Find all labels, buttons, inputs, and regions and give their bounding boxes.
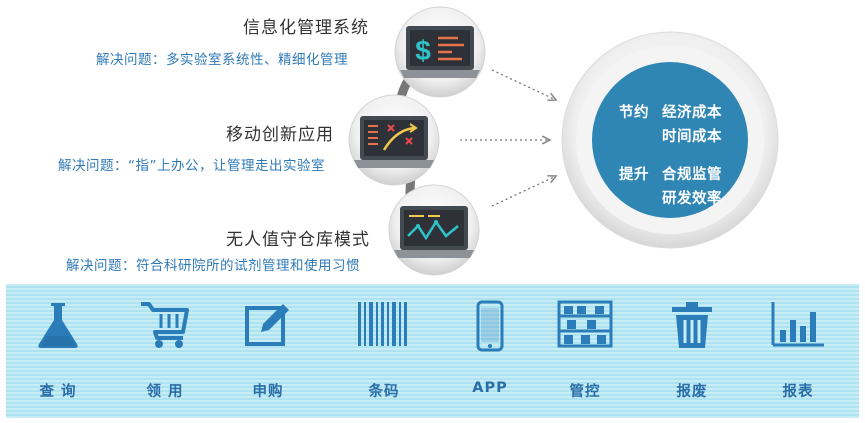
benefit-improve-item-rd: 研发效率 — [662, 191, 722, 207]
benefit-improve-item-compliance: 合规监管 — [662, 167, 722, 183]
scenario-title-unmanned-warehouse: 无人值守仓库模式 — [226, 230, 370, 250]
scenario-desc-unmanned-warehouse: 解决问题：符合科研院所的试剂管理和使用习惯 — [66, 258, 360, 274]
benefits-circle — [561, 31, 779, 249]
benefit-save-label: 节约 — [619, 105, 649, 121]
module-scrap[interactable]: 报废 — [642, 284, 742, 418]
benefit-save-item-economic: 经济成本 — [662, 105, 722, 121]
module-label-reports: 报表 — [782, 384, 814, 400]
dollar-terminal-laptop-icon: $ — [394, 6, 486, 98]
module-barcode[interactable]: 条码 — [334, 284, 434, 418]
bar-chart-icon — [771, 302, 824, 347]
shelf-icon — [557, 300, 613, 348]
module-bar: 查 询 领 用 申购 条码 — [6, 284, 859, 418]
scenario-desc-info-system: 解决问题：多实验室系统性、精细化管理 — [96, 52, 348, 68]
benefit-save-item-time: 时间成本 — [662, 129, 722, 145]
scenario-title-info-system: 信息化管理系统 — [243, 18, 369, 38]
edit-icon — [245, 304, 289, 346]
module-label-purchase-request: 申购 — [252, 384, 284, 400]
line-chart-laptop-icon — [388, 184, 480, 276]
arrow-1 — [491, 69, 556, 100]
module-requisition[interactable]: 领 用 — [115, 284, 215, 418]
module-label-app: APP — [472, 380, 508, 396]
flask-icon — [38, 303, 78, 348]
module-reports[interactable]: 报表 — [748, 284, 848, 418]
module-purchase-request[interactable]: 申购 — [218, 284, 318, 418]
trash-icon — [672, 302, 712, 348]
shopping-cart-icon — [141, 302, 189, 348]
barcode-icon — [358, 302, 407, 346]
benefit-improve-label: 提升 — [619, 167, 649, 183]
scenario-title-mobile-app: 移动创新应用 — [226, 125, 334, 145]
module-label-query: 查 询 — [39, 384, 77, 400]
scenario-desc-mobile-app: 解决问题：“指”上办公，让管理走出实验室 — [58, 158, 325, 174]
svg-text:$: $ — [415, 35, 431, 66]
module-label-barcode: 条码 — [368, 384, 400, 400]
smartphone-icon — [476, 300, 504, 352]
module-control[interactable]: 管控 — [535, 284, 635, 418]
module-query[interactable]: 查 询 — [8, 284, 108, 418]
module-label-control: 管控 — [569, 384, 601, 400]
module-app[interactable]: APP — [440, 284, 540, 418]
arrow-3 — [491, 176, 556, 207]
module-label-scrap: 报废 — [676, 384, 708, 400]
module-label-requisition: 领 用 — [146, 384, 184, 400]
strategy-board-laptop-icon — [348, 94, 440, 186]
